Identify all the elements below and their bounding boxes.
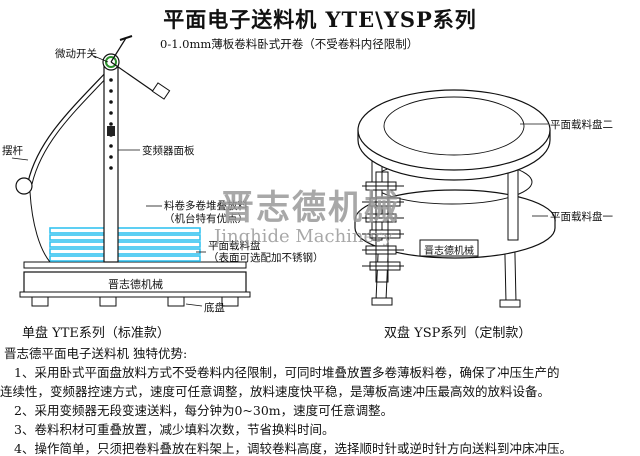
foot-1 [31, 296, 49, 307]
column-hole [109, 111, 113, 115]
column-hole [109, 122, 113, 126]
swing-arm [27, 67, 111, 183]
description-item-4: 4、操作简单，只须把卷料叠放在料架上，调较卷料高度，选择顺时针或逆时针方向送料到… [14, 441, 572, 456]
vertical-column [103, 65, 119, 263]
right-nameplate-text: 晋志德机械 [424, 246, 474, 257]
label-base-plate: 底盘 [204, 302, 225, 314]
micro-switch-icon [105, 56, 117, 68]
label-coil-stack-1: 料卷多卷堆叠放料 [164, 200, 248, 212]
page-subtitle: 0-1.0mm薄板卷料卧式开卷（不受卷料内径限制） [160, 37, 419, 51]
label-coil-stack-2: （机台特有优点） [164, 213, 248, 225]
foot-4 [221, 296, 239, 307]
base-rail [19, 291, 251, 298]
label-swing-arm: 摆杆 [2, 145, 23, 157]
drive-mechanism [362, 171, 404, 283]
watermark-en: Jinghide Machinery [214, 226, 393, 247]
inverter-panel-box [107, 126, 115, 136]
description-item-2: 2、采用变频器无段变速送料，每分钟为0~30m，速度可任意调整。 [14, 403, 394, 418]
foot-right [499, 299, 521, 308]
description-heading: 晋志德平面电子送料机 独特优势: [4, 346, 188, 361]
coil-layer [49, 241, 201, 248]
coil-guide-curve [29, 191, 51, 263]
column-hole [109, 144, 113, 148]
label-tray-2: （表面可选配加不锈钢） [208, 252, 324, 264]
foot-2 [99, 296, 117, 307]
description-item-3: 3、卷料积材可重叠放置，减少填料次数，节省换料时间。 [14, 422, 335, 437]
column-hole [109, 166, 113, 170]
leader-micro-switch [93, 55, 109, 63]
label-tray-two: 平面载料盘二 [550, 119, 613, 131]
tray-two-inner [383, 96, 525, 156]
leader-base [185, 303, 203, 307]
leader-swing-arm [11, 157, 29, 161]
foot-3 [167, 296, 185, 307]
label-micro-switch: 微动开关 [55, 48, 97, 60]
coil-layer [49, 255, 201, 262]
label-inverter-panel: 变频器面板 [142, 145, 195, 157]
counterweight [151, 82, 171, 100]
column-hole [109, 89, 113, 93]
foot-left [371, 297, 393, 306]
coil-layer [49, 248, 201, 255]
coil-layer [49, 227, 201, 234]
swing-arm-roller [15, 177, 33, 195]
watermark-cn: 晋志德机械 [220, 188, 400, 228]
description-item-1: 1、采用卧式平面盘放料方式不受卷料内径限制，可同时堆叠放置多卷薄板料卷，确保了冲… [14, 365, 560, 380]
lever-handle [119, 35, 133, 41]
left-caption: 单盘 YTE系列（标准款） [22, 326, 170, 341]
description-item-1-cont: 连续性，变频器控速方式，速度可任意调整，放料速度快平稳，是薄板高速冲压最高效的放… [0, 384, 551, 399]
page-title: 平面电子送料机 YTE\YSP系列 [163, 7, 477, 32]
coil-layer [49, 234, 201, 241]
right-caption: 双盘 YSP系列（定制款） [384, 326, 532, 341]
upper-lever [110, 37, 127, 63]
flat-tray [23, 261, 247, 269]
tray-two [357, 89, 551, 171]
label-tray-one: 平面载料盘一 [550, 211, 613, 223]
mechanism-frame [375, 171, 389, 283]
column-hole [109, 155, 113, 159]
left-nameplate-text: 晋志德机械 [108, 278, 163, 291]
counterweight-arm [110, 61, 161, 97]
swing-arm-edge [31, 71, 113, 185]
coil-stack [49, 227, 201, 262]
label-tray-1: 平面载料盘 [208, 240, 261, 252]
tray-one-rim [354, 220, 556, 259]
column-hole [109, 100, 113, 104]
column-hole [109, 78, 113, 82]
right-nameplate [419, 239, 479, 257]
column-holes [109, 78, 113, 170]
